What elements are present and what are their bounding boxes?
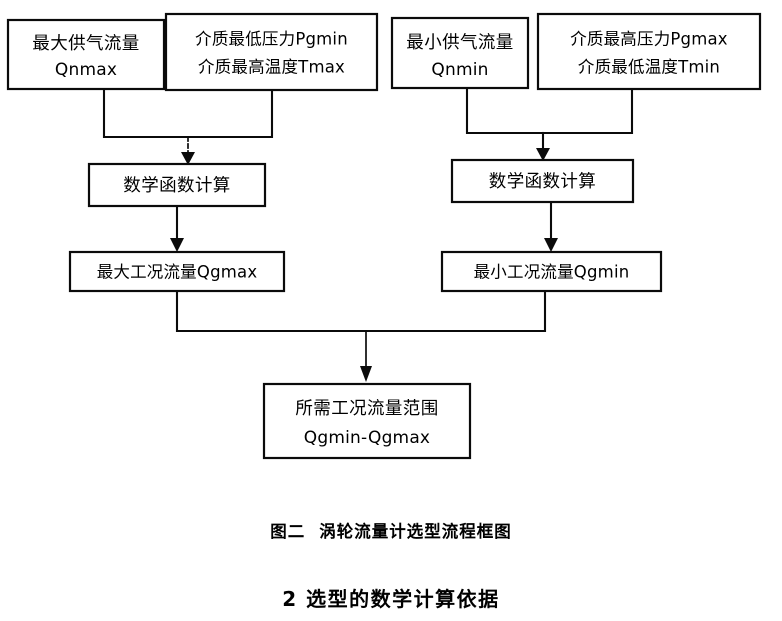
box-input-min-pressure-max-temp[interactable]: 介质最低压力Pgmin 介质最高温度Tmax <box>164 12 379 92</box>
box-input-max-pressure-min-temp-line1: 介质最高压力Pgmax <box>570 30 728 49</box>
connector-merge-right-inputs-to-math <box>465 86 634 161</box>
box-input-min-pressure-max-temp-line2: 介质最高温度Tmax <box>198 58 345 77</box>
box-input-max-flow[interactable]: 最大供气流量 Qnmax <box>6 18 166 91</box>
figure-caption-title: 涡轮流量计选型流程框图 <box>319 522 512 541</box>
arrow-head-icon <box>170 238 184 252</box>
figure-caption-label: 图二 <box>270 522 306 541</box>
box-input-max-pressure-min-temp[interactable]: 介质最高压力Pgmax 介质最低温度Tmin <box>536 12 762 91</box>
figure-caption: 图二涡轮流量计选型流程框图 <box>0 518 782 542</box>
arrow-head-icon <box>360 366 372 382</box>
box-input-min-flow-line2: Qnmin <box>431 60 488 80</box>
box-input-min-pressure-max-temp-line1: 介质最低压力Pgmin <box>195 30 348 49</box>
box-input-max-flow-line1: 最大供气流量 <box>32 34 139 54</box>
arrow-head-icon <box>536 148 550 161</box>
box-input-max-flow-line2: Qnmax <box>55 60 117 80</box>
section-heading: 2 选型的数学计算依据 <box>282 587 500 611</box>
connector-math-right-to-qgmin <box>544 200 558 252</box>
connector-math-left-to-qgmax <box>170 204 184 252</box>
box-result-qgmin-label: 最小工况流量Qgmin <box>474 263 630 282</box>
box-input-min-flow[interactable]: 最小供气流量 Qnmin <box>390 16 530 90</box>
box-result-qgmax[interactable]: 最大工况流量Qgmax <box>68 250 286 293</box>
arrow-head-icon <box>181 152 195 165</box>
arrow-head-icon <box>544 238 558 252</box>
box-result-qgmin[interactable]: 最小工况流量Qgmin <box>440 250 663 293</box>
box-math-calc-right-label: 数学函数计算 <box>489 172 596 192</box>
connector-merge-results-to-final <box>175 289 547 382</box>
box-final-range[interactable]: 所需工况流量范围 Qgmin-Qgmax <box>262 382 472 460</box>
box-result-qgmax-label: 最大工况流量Qgmax <box>97 263 258 282</box>
box-math-calc-right[interactable]: 数学函数计算 <box>450 158 635 204</box>
box-input-max-pressure-min-temp-line2: 介质最低温度Tmin <box>578 58 720 77</box>
box-final-range-line1: 所需工况流量范围 <box>295 399 438 419</box>
box-math-calc-left-label: 数学函数计算 <box>123 176 230 196</box>
box-final-range-line2: Qgmin-Qgmax <box>304 428 430 448</box>
connector-merge-left-inputs-to-math <box>102 87 274 165</box>
box-math-calc-left[interactable]: 数学函数计算 <box>87 162 267 208</box>
box-input-min-flow-line1: 最小供气流量 <box>406 33 513 53</box>
